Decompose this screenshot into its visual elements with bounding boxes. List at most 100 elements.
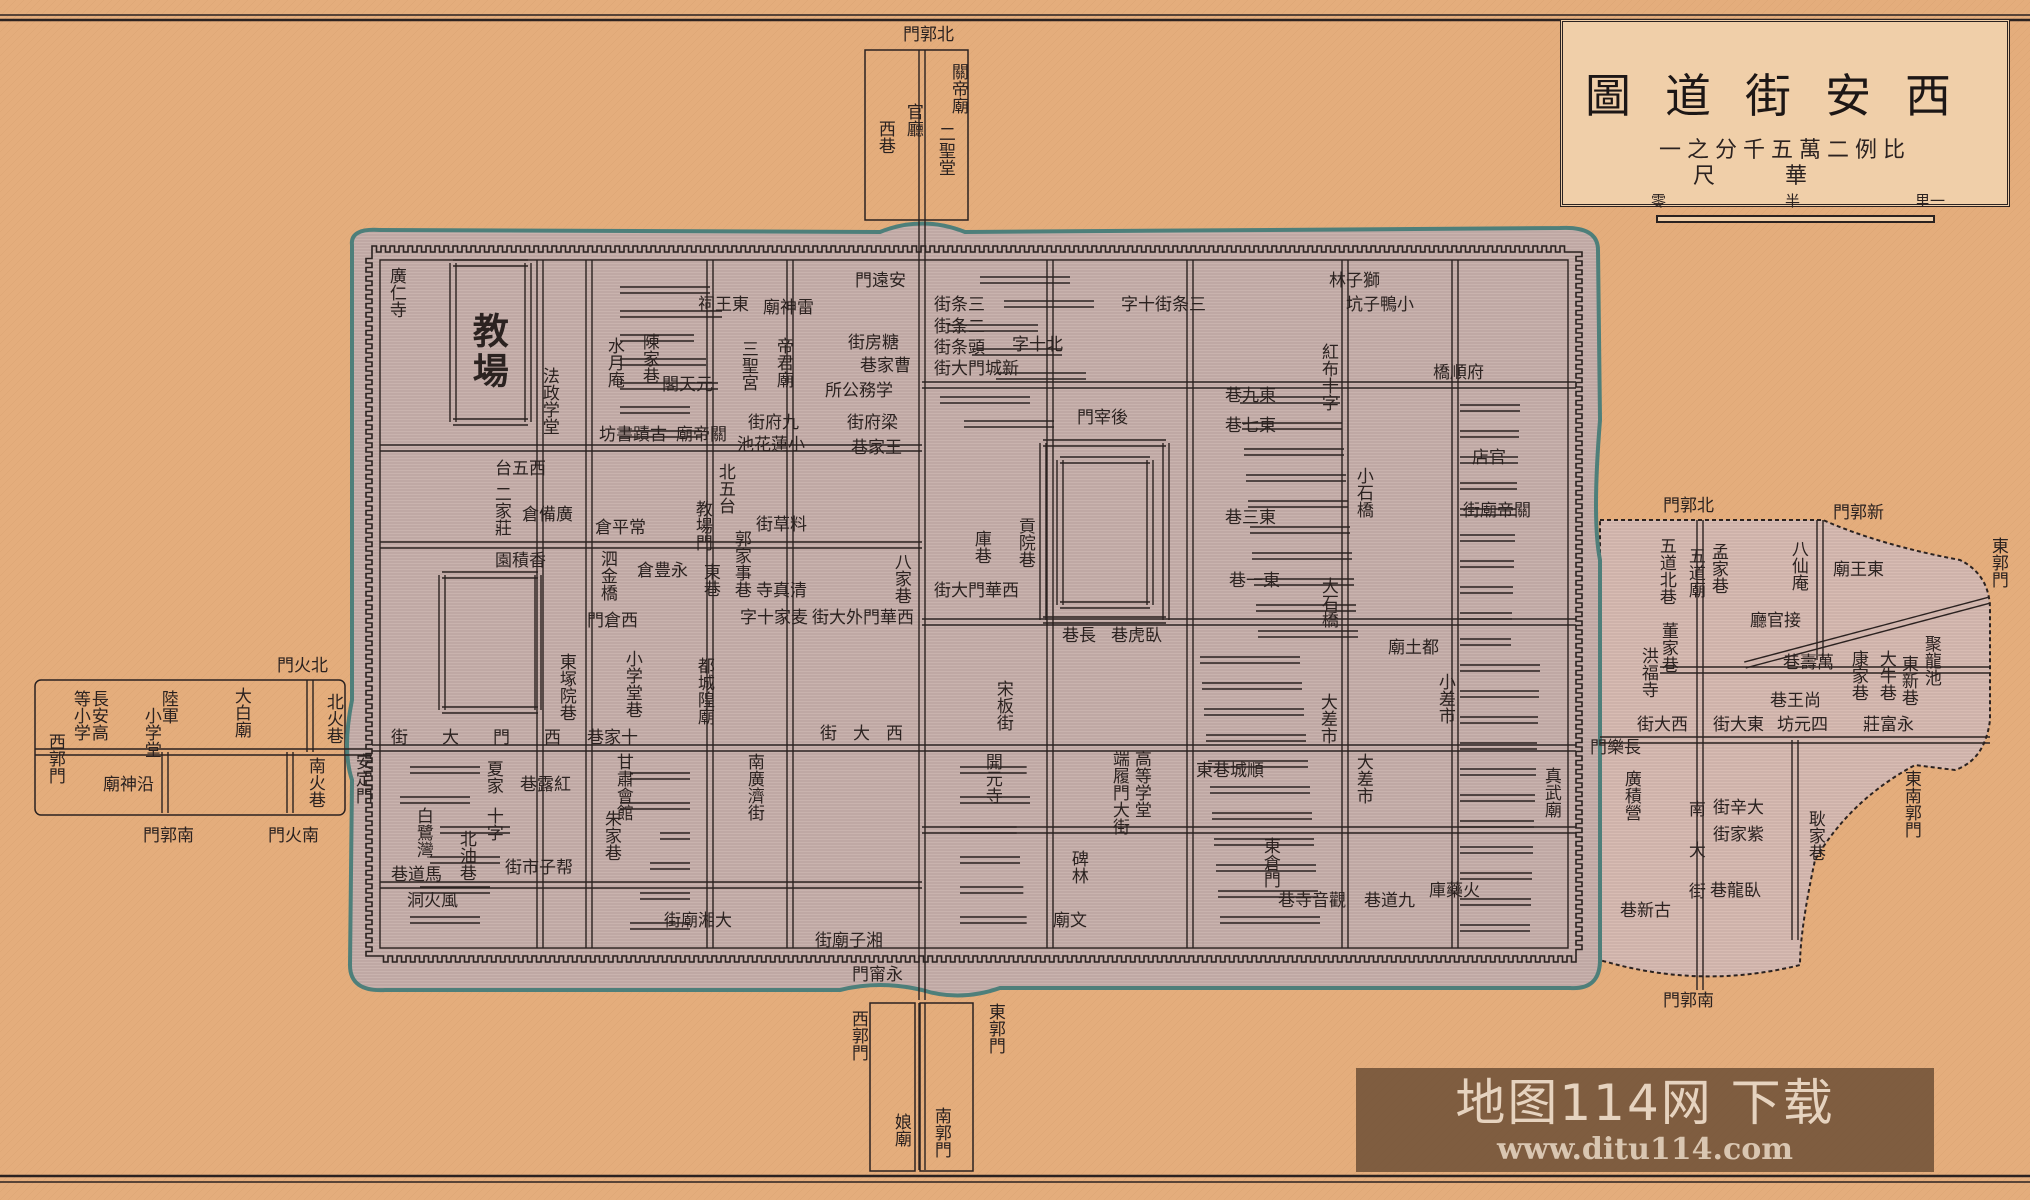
map-label: 關帝廟街 — [1463, 501, 1531, 521]
map-label: 古蹟書坊 — [599, 425, 667, 445]
west-suburb — [34, 679, 346, 816]
city-wall — [365, 245, 1583, 963]
map-label: 大差市 — [1352, 753, 1373, 804]
map-label: 貢院巷 — [1014, 517, 1035, 568]
map-label: 二条街 — [934, 317, 985, 337]
map-label: 西門大街 — [391, 728, 595, 748]
scale-bar — [1656, 215, 1935, 223]
map-label: 東郭門 — [984, 1003, 1005, 1054]
map-label: 十字 — [482, 807, 503, 841]
map-label: 娘廟 — [890, 1113, 911, 1147]
map-label: 西五台 — [495, 459, 546, 479]
scale-unit: 華尺 — [1692, 164, 1877, 189]
map-label: 三条街十字 — [1121, 295, 1206, 315]
map-label: 都城隍廟 — [693, 657, 714, 725]
map-label: 康家巷 — [1847, 650, 1868, 701]
map-label: 馬道巷 — [391, 865, 442, 885]
map-label: 西倉門 — [587, 611, 638, 631]
map-label: 南廣濟街 — [743, 753, 764, 821]
map-label: 官店 — [1472, 448, 1506, 468]
map-label: 湘子廟街 — [815, 931, 883, 951]
north-suburb — [864, 49, 969, 221]
map-label: 常平倉 — [595, 518, 646, 538]
map-label: 南火門 — [268, 826, 319, 846]
map-label: 古新巷 — [1620, 901, 1671, 921]
map-label: 教場 — [466, 312, 508, 392]
scale-label-zero: 零 — [1651, 192, 1667, 210]
map-label: 白鷺灣 — [412, 807, 433, 858]
map-label: 等小学 — [69, 690, 90, 741]
map-label: 北火門 — [277, 656, 328, 676]
map-label: 廣仁寺 — [385, 267, 406, 318]
map-label: 關帝廟 — [947, 63, 968, 114]
map-label: 東七巷 — [1225, 416, 1276, 436]
map-label: 新城門大街 — [934, 359, 1019, 379]
map-label: 開元寺 — [981, 753, 1002, 804]
map-label: 元天閣 — [662, 375, 713, 395]
map-label: 十家巷 — [587, 728, 638, 748]
map-label: 小蓮花池 — [737, 435, 805, 455]
map-label: 小差市 — [1434, 673, 1455, 724]
map-label: 東郭門 — [1987, 537, 2008, 588]
map-label: 臥龍巷 — [1710, 881, 1761, 901]
scale-label-half: 半 — [1785, 192, 1801, 210]
map-label: 萬壽巷 — [1783, 653, 1834, 673]
map-label: 西巷 — [874, 120, 895, 154]
map-label: 西華門外大街 — [812, 608, 914, 628]
map-label: 法政学堂 — [538, 367, 559, 435]
map-label: 府順橋 — [1433, 363, 1484, 383]
map-label: 聚龍池 — [1920, 635, 1941, 686]
map-label: 陳家巷 — [638, 333, 659, 384]
map-label: 廣積營 — [1620, 770, 1641, 821]
map-label: 宋板街 — [992, 680, 1013, 731]
map-label: 大牛巷 — [1875, 650, 1896, 701]
map-label: 西郭門 — [44, 733, 65, 784]
map-label: 大石橋 — [1317, 577, 1338, 628]
map-label: 獅子林 — [1329, 271, 1380, 291]
map-label: 五道北巷 — [1655, 537, 1676, 605]
map-label: 沿神廟 — [103, 775, 154, 795]
map-label: 二聖堂 — [934, 125, 955, 176]
map-label: 永富莊 — [1863, 715, 1914, 735]
map-label: 尚王巷 — [1770, 691, 1821, 711]
map-label: 碑林 — [1067, 850, 1088, 884]
map-label: 二家莊 — [490, 485, 511, 536]
title-block: 西安街道圖 比例二萬五千分之一 華尺 零 半 一里 — [1560, 19, 2010, 223]
map-label: 都土廟 — [1388, 638, 1439, 658]
scale-label-one: 一里 — [1915, 192, 1946, 210]
map-label: 小石橋 — [1352, 467, 1373, 518]
map-label: 東巷 — [699, 563, 720, 597]
map-label: 文廟 — [1053, 911, 1087, 931]
map-label: 端履門大街 — [1108, 750, 1129, 835]
map-label: 官廳 — [902, 103, 923, 137]
map-label: 東王廟 — [1833, 560, 1884, 580]
map-label: 陸軍 — [157, 690, 178, 724]
map-label: 東三巷 — [1225, 508, 1276, 528]
map-label: 南郭門 — [143, 826, 194, 846]
map-label: 大白廟 — [230, 687, 251, 738]
wall-inner-line — [379, 259, 1569, 949]
map-label: 洪福寺 — [1637, 647, 1658, 698]
map-label: 八家巷 — [890, 553, 911, 604]
map-label: 長巷 — [1062, 626, 1096, 646]
map-label: 北郭門 — [1663, 496, 1714, 516]
map-label: 帝君廟 — [772, 337, 793, 388]
map-label: 長安高 — [87, 690, 108, 741]
map-label: 九府街 — [748, 413, 799, 433]
map-label: 永豊倉 — [637, 561, 688, 581]
map-label: 水月庵 — [603, 337, 624, 388]
map-label: 紅布十字 — [1317, 343, 1338, 411]
map-label: 順城巷東 — [1196, 761, 1264, 781]
map-line — [1745, 602, 1991, 669]
map-label: 曹家巷 — [860, 356, 911, 376]
streets — [35, 50, 1991, 1170]
map-label: 東王祠 — [698, 295, 749, 315]
map-frame — [0, 14, 2030, 1183]
map-label: 朱家巷 — [600, 810, 621, 861]
map-label: 西大街 — [820, 724, 919, 744]
map-label: 大辛街 — [1713, 798, 1764, 818]
map-label: 大湘廟街 — [664, 911, 732, 931]
map-label: 糖房街 — [848, 333, 899, 353]
map-label: 後宰門 — [1077, 408, 1128, 428]
watermark-url: www.ditu114.com — [1496, 1132, 1794, 1167]
